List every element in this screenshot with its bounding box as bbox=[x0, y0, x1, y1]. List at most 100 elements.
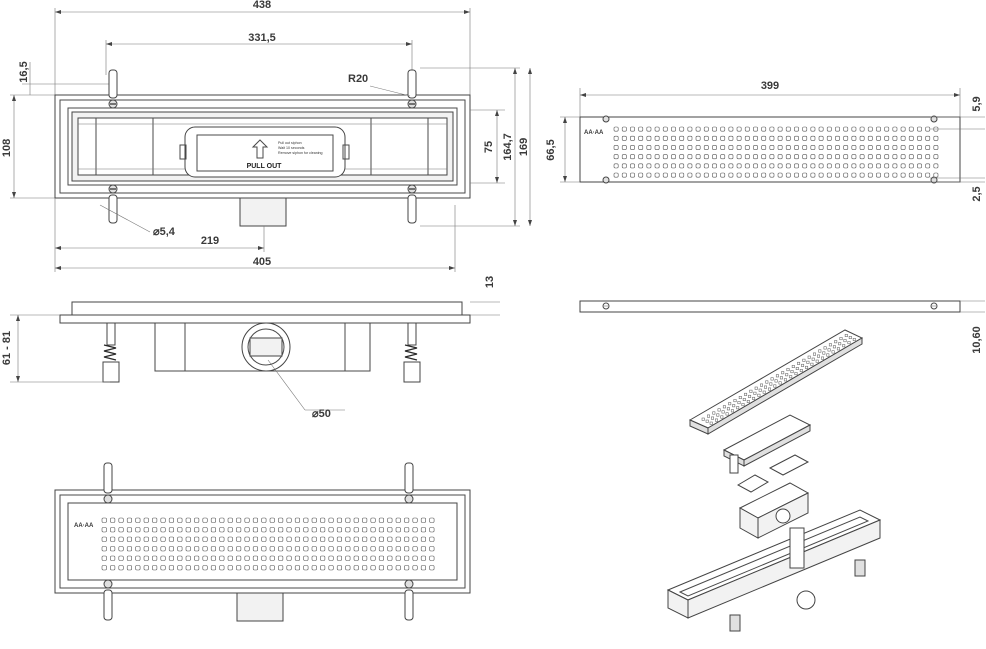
perforation-hole bbox=[378, 555, 385, 561]
perforation-hole bbox=[362, 555, 368, 561]
perforation-hole bbox=[826, 154, 832, 160]
perforation-hole bbox=[294, 555, 301, 561]
perforation-hole bbox=[320, 527, 326, 533]
perforation-hole bbox=[736, 154, 742, 160]
perforation-hole bbox=[917, 145, 922, 150]
perforation-hole bbox=[404, 536, 410, 542]
perforation-hole bbox=[744, 154, 750, 160]
iso-perforation-hole bbox=[768, 387, 771, 391]
perforation-hole bbox=[753, 172, 758, 178]
perforation-hole bbox=[662, 154, 668, 160]
perforation-hole bbox=[687, 145, 693, 150]
perforation-hole bbox=[785, 135, 791, 141]
perforation-hole bbox=[802, 163, 808, 169]
perforation-hole bbox=[753, 154, 758, 160]
perforation-hole bbox=[143, 527, 149, 533]
perforation-hole bbox=[177, 555, 183, 561]
perforation-hole bbox=[712, 154, 717, 160]
iso-perforation-hole bbox=[732, 404, 736, 408]
perforation-hole bbox=[736, 172, 742, 178]
perforation-hole bbox=[843, 163, 849, 169]
perforation-hole bbox=[744, 172, 750, 178]
iso-perforation-hole bbox=[817, 354, 820, 358]
dim-108: 108 bbox=[1, 139, 13, 157]
perforation-hole bbox=[110, 517, 116, 523]
perforation-hole bbox=[412, 565, 418, 571]
bracket-bottom-left bbox=[108, 184, 118, 224]
perforation-hole bbox=[143, 536, 149, 542]
iso-perforation-hole bbox=[810, 362, 814, 366]
iso-perforation-hole bbox=[764, 385, 767, 389]
iso-perforation-hole bbox=[852, 338, 856, 341]
perforation-hole bbox=[336, 555, 343, 561]
iso-perforation-hole bbox=[806, 360, 810, 364]
perforation-hole bbox=[395, 546, 401, 552]
perforation-hole bbox=[769, 154, 775, 160]
perforation-hole bbox=[404, 546, 410, 552]
iso-perforation-hole bbox=[785, 373, 789, 377]
perforation-hole bbox=[345, 527, 351, 533]
perforation-hole bbox=[892, 135, 898, 141]
perforation-hole bbox=[252, 536, 258, 542]
perforation-hole bbox=[621, 145, 627, 150]
perforation-hole bbox=[185, 527, 191, 533]
perforation-hole bbox=[900, 135, 906, 141]
perforation-hole bbox=[818, 163, 824, 169]
perforation-hole bbox=[420, 546, 427, 552]
perforation-hole bbox=[160, 517, 166, 523]
perforation-hole bbox=[695, 163, 701, 169]
grate-brand-bottom: AA·AA bbox=[74, 523, 94, 529]
iso-perforation-hole bbox=[797, 361, 801, 365]
perforation-hole bbox=[311, 546, 317, 552]
perforation-hole bbox=[671, 126, 676, 132]
perforation-hole bbox=[210, 527, 216, 533]
perforation-hole bbox=[244, 517, 250, 523]
perforation-hole bbox=[654, 135, 660, 141]
perforation-hole bbox=[294, 565, 301, 571]
perforation-hole bbox=[876, 163, 881, 169]
perforation-hole bbox=[202, 536, 208, 542]
perforation-hole bbox=[859, 145, 865, 150]
iso-perforation-hole bbox=[811, 357, 815, 361]
perforation-hole bbox=[219, 527, 225, 533]
iso-perforation-hole bbox=[795, 367, 799, 370]
dim-61-81: 61 - 81 bbox=[1, 331, 13, 365]
perforation-hole bbox=[892, 145, 898, 150]
perforation-hole bbox=[638, 126, 644, 132]
grate-plan: 399 AA·AA 66,5 5,9 2,5 bbox=[545, 80, 985, 202]
perforation-hole bbox=[135, 536, 141, 542]
perforation-hole bbox=[185, 555, 191, 561]
perforation-hole bbox=[152, 555, 158, 561]
perforation-hole bbox=[810, 163, 816, 169]
perforation-hole bbox=[252, 555, 258, 561]
iso-perforation-hole bbox=[790, 370, 794, 374]
iso-grate bbox=[688, 329, 864, 435]
perforation-hole bbox=[744, 145, 750, 150]
perforation-hole bbox=[703, 163, 709, 169]
perforation-hole bbox=[269, 517, 275, 523]
perforation-hole bbox=[227, 546, 233, 552]
grate-perforation-right bbox=[613, 126, 939, 178]
perforation-hole bbox=[420, 536, 427, 542]
iso-perforation-hole bbox=[744, 392, 748, 396]
perforation-hole bbox=[867, 126, 873, 132]
grate-side: 10,60 bbox=[579, 300, 985, 354]
perforation-hole bbox=[362, 517, 368, 523]
perforation-hole bbox=[917, 135, 922, 141]
perforation-hole bbox=[362, 527, 368, 533]
dim-16-5: 16,5 bbox=[18, 61, 30, 82]
perforation-hole bbox=[917, 126, 922, 132]
perforation-hole bbox=[328, 527, 334, 533]
perforation-hole bbox=[925, 145, 931, 150]
iso-perforation-hole bbox=[778, 381, 782, 385]
grate-brand-right: AA·AA bbox=[584, 130, 604, 136]
perforation-hole bbox=[303, 546, 309, 552]
perforation-hole bbox=[378, 546, 385, 552]
iso-perforation-hole bbox=[822, 351, 826, 355]
perforation-hole bbox=[227, 536, 233, 542]
iso-perforation-hole bbox=[789, 375, 793, 379]
side-elevation: 13 61 - 81 ⌀50 bbox=[1, 276, 500, 420]
perforation-hole bbox=[933, 163, 939, 169]
perforation-hole bbox=[851, 135, 857, 141]
perforation-hole bbox=[395, 555, 401, 561]
